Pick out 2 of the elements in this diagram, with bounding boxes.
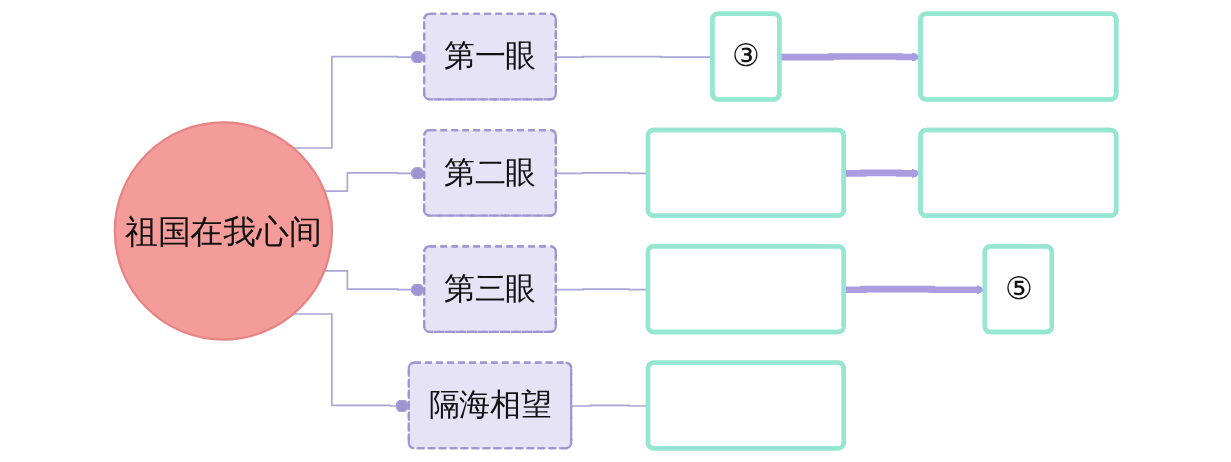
node-circle: 祖国在我心间: [113, 121, 334, 341]
arrow: [844, 284, 986, 295]
